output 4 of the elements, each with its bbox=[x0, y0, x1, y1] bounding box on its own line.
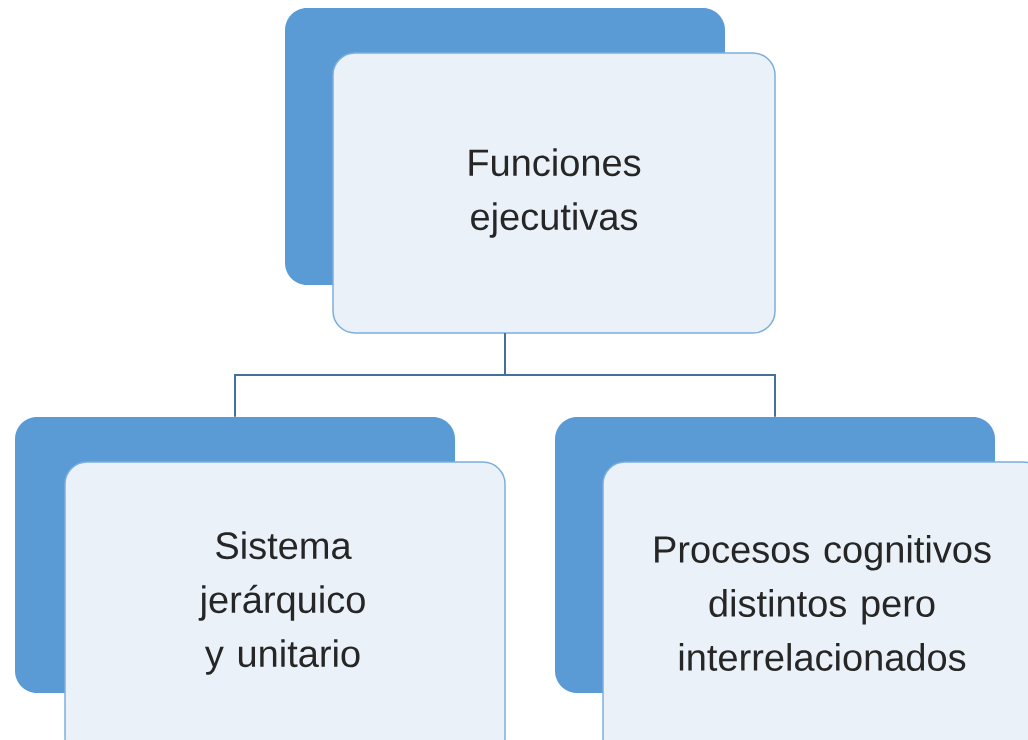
connector bbox=[504, 332, 776, 418]
card: Procesos cognitivos distintos pero interrelacionados bbox=[555, 417, 1028, 740]
card: Funciones ejecutivas bbox=[285, 8, 776, 334]
card: Sistema jerárquico y unitario bbox=[15, 417, 506, 740]
